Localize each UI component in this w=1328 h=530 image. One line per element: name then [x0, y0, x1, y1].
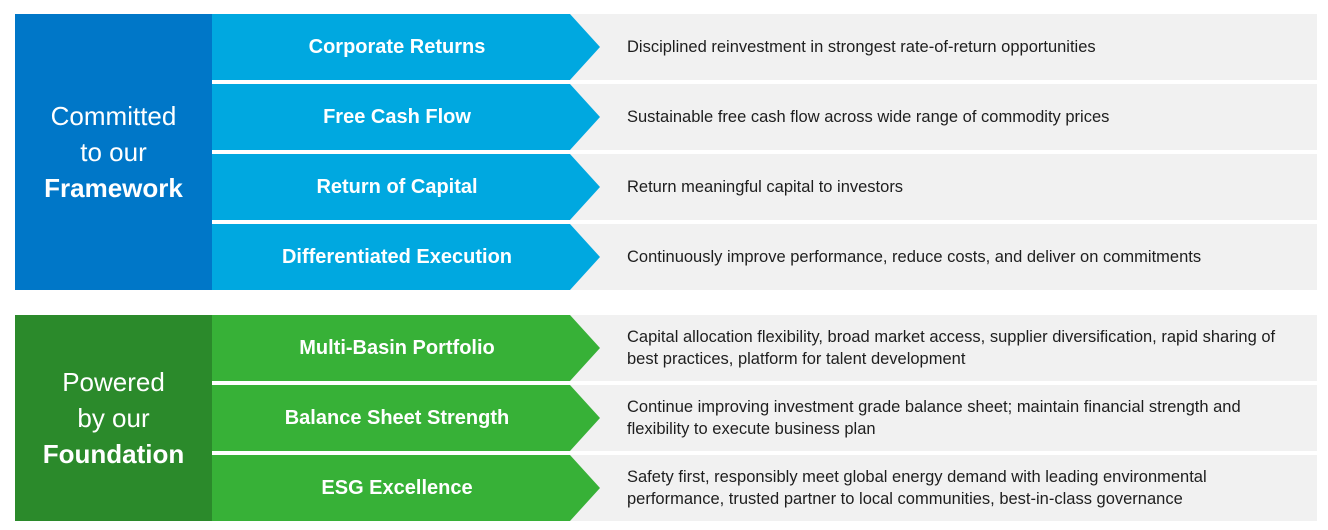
framework-side-line2: to our: [80, 137, 147, 167]
framework-row-differentiated-execution: Differentiated Execution Continuously im…: [212, 224, 1317, 290]
framework-row-free-cash-flow: Free Cash Flow Sustainable free cash flo…: [212, 84, 1317, 150]
section-foundation: Powered by our Foundation Multi-Basin Po…: [15, 315, 1317, 521]
description-text: Continuously improve performance, reduce…: [627, 248, 1202, 266]
foundation-rows: Multi-Basin Portfolio Capital allocation…: [212, 315, 1317, 521]
description-free-cash-flow: Sustainable free cash flow across wide r…: [565, 84, 1317, 150]
description-text: Sustainable free cash flow across wide r…: [627, 108, 1110, 126]
arrow-label: Corporate Returns: [308, 35, 486, 58]
arrow-balance-sheet-strength: Balance Sheet Strength: [212, 385, 600, 451]
section-framework: Committed to our Framework Corporate Ret…: [15, 14, 1317, 290]
framework-side-box: Committed to our Framework: [15, 14, 212, 290]
arrow-label: ESG Excellence: [321, 476, 473, 499]
description-text: Return meaningful capital to investors: [627, 178, 904, 196]
framework-row-corporate-returns: Corporate Returns Disciplined reinvestme…: [212, 14, 1317, 80]
arrow-label: Return of Capital: [316, 175, 478, 198]
arrow-free-cash-flow: Free Cash Flow: [212, 84, 600, 150]
foundation-side-line1: Powered: [62, 367, 165, 397]
description-corporate-returns: Disciplined reinvestment in strongest ra…: [565, 14, 1317, 80]
description-text: Capital allocation flexibility, broad ma…: [627, 328, 1276, 368]
description-text: Continue improving investment grade bala…: [627, 398, 1241, 438]
foundation-row-esg-excellence: ESG Excellence Safety first, responsibly…: [212, 455, 1317, 521]
foundation-row-multi-basin-portfolio: Multi-Basin Portfolio Capital allocation…: [212, 315, 1317, 381]
foundation-side-line3: Foundation: [42, 439, 185, 469]
description-text: Disciplined reinvestment in strongest ra…: [627, 38, 1096, 56]
description-balance-sheet-strength: Continue improving investment grade bala…: [565, 385, 1317, 451]
arrow-multi-basin-portfolio: Multi-Basin Portfolio: [212, 315, 600, 381]
arrow-differentiated-execution: Differentiated Execution: [212, 224, 600, 290]
foundation-row-balance-sheet-strength: Balance Sheet Strength Continue improvin…: [212, 385, 1317, 451]
description-multi-basin-portfolio: Capital allocation flexibility, broad ma…: [565, 315, 1317, 381]
framework-rows: Corporate Returns Disciplined reinvestme…: [212, 14, 1317, 290]
arrow-esg-excellence: ESG Excellence: [212, 455, 600, 521]
description-differentiated-execution: Continuously improve performance, reduce…: [565, 224, 1317, 290]
description-return-of-capital: Return meaningful capital to investors: [565, 154, 1317, 220]
arrow-label: Multi-Basin Portfolio: [299, 336, 495, 359]
arrow-return-of-capital: Return of Capital: [212, 154, 600, 220]
framework-side-line1: Committed: [50, 101, 177, 131]
description-esg-excellence: Safety first, responsibly meet global en…: [565, 455, 1317, 521]
foundation-side-box: Powered by our Foundation: [15, 315, 212, 521]
description-text: Safety first, responsibly meet global en…: [627, 468, 1207, 508]
arrow-label: Differentiated Execution: [281, 245, 513, 268]
arrow-corporate-returns: Corporate Returns: [212, 14, 600, 80]
arrow-label: Balance Sheet Strength: [284, 406, 510, 429]
framework-side-line3: Framework: [44, 173, 183, 203]
foundation-side-line2: by our: [77, 403, 150, 433]
framework-row-return-of-capital: Return of Capital Return meaningful capi…: [212, 154, 1317, 220]
arrow-label: Free Cash Flow: [323, 105, 471, 128]
